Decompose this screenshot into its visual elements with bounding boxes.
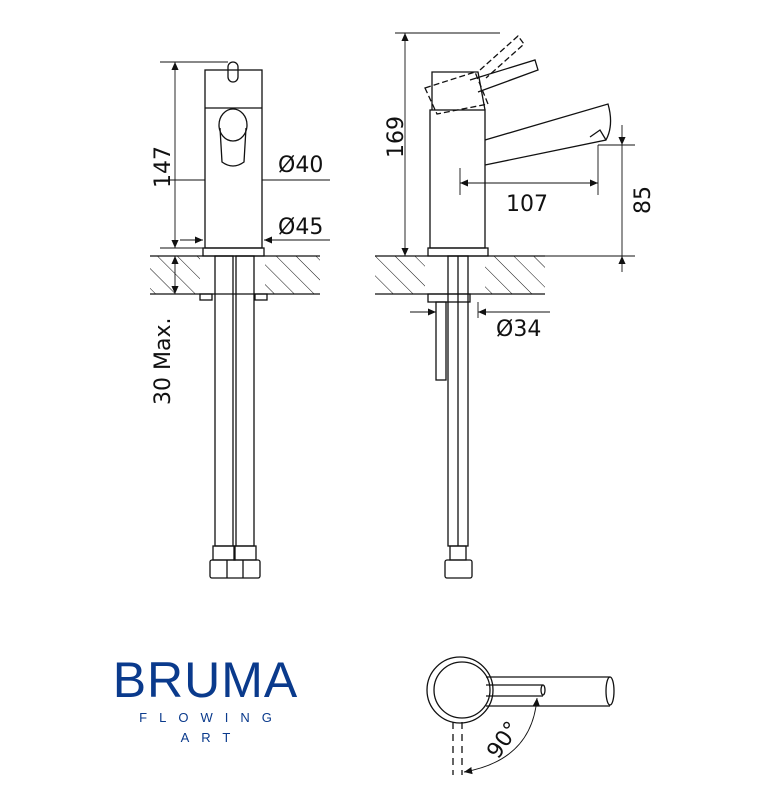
bruma-logo: BRUMA FLOWING ART [108, 652, 303, 748]
top-view [426, 656, 615, 775]
dim-30-max: 30 Max. [151, 318, 176, 405]
dim-107: 107 [506, 192, 548, 217]
logo-tagline-1: FLOWING [139, 710, 284, 725]
dim-169: 169 [384, 116, 409, 158]
front-view [150, 61, 330, 579]
logo-tagline-2: ART [180, 730, 243, 745]
dim-85: 85 [631, 186, 656, 214]
dim-147: 147 [151, 146, 176, 188]
dim-diameter-40: Ø40 [278, 153, 323, 178]
dim-diameter-45: Ø45 [278, 215, 323, 240]
logo-brand: BRUMA [112, 652, 299, 708]
side-view [375, 32, 635, 579]
dim-diameter-34: Ø34 [496, 317, 541, 342]
dim-90-degrees: 90° [482, 717, 525, 763]
